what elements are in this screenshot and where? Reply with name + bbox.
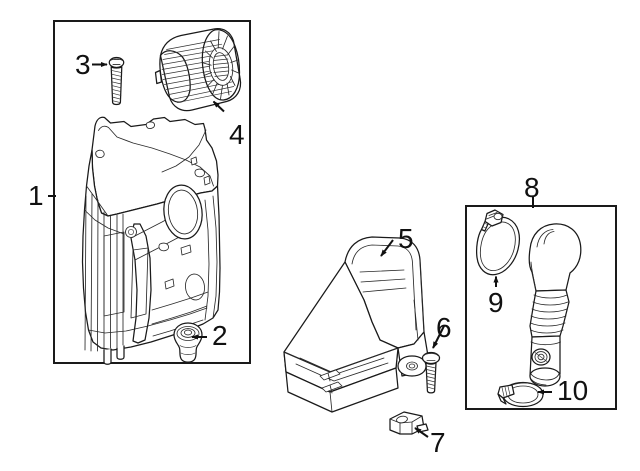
group-box-8 — [465, 205, 617, 410]
part-10-hose-clamp-lower — [497, 381, 544, 408]
arrow-6 — [432, 325, 445, 349]
callout-label-7: 7 — [430, 427, 446, 458]
part-8-air-intake-hose — [528, 223, 582, 387]
callout-label-3: 3 — [75, 49, 91, 80]
part-5-air-inlet-duct — [283, 236, 429, 413]
part-9-hose-clamp-upper — [476, 209, 521, 276]
part-2-mount-grommet — [173, 322, 203, 363]
part-3-screw — [108, 56, 125, 106]
group-box-1 — [53, 20, 251, 364]
part-4-air-filter-element — [154, 28, 242, 112]
part-6-mounting-bolt — [421, 351, 441, 394]
callout-label-5: 5 — [398, 223, 414, 254]
callout-label-1: 1 — [28, 180, 44, 211]
arrow-5 — [380, 239, 394, 257]
callout-label-9: 9 — [488, 287, 504, 318]
callout-label-4: 4 — [229, 119, 245, 150]
callout-label-6: 6 — [436, 312, 452, 343]
callout-label-10: 10 — [557, 375, 589, 406]
part-1-air-cleaner-housing — [81, 116, 221, 365]
arrow-4 — [212, 100, 225, 113]
arrow-7 — [414, 427, 429, 438]
callout-label-8: 8 — [524, 172, 540, 203]
callout-label-2: 2 — [212, 320, 228, 351]
